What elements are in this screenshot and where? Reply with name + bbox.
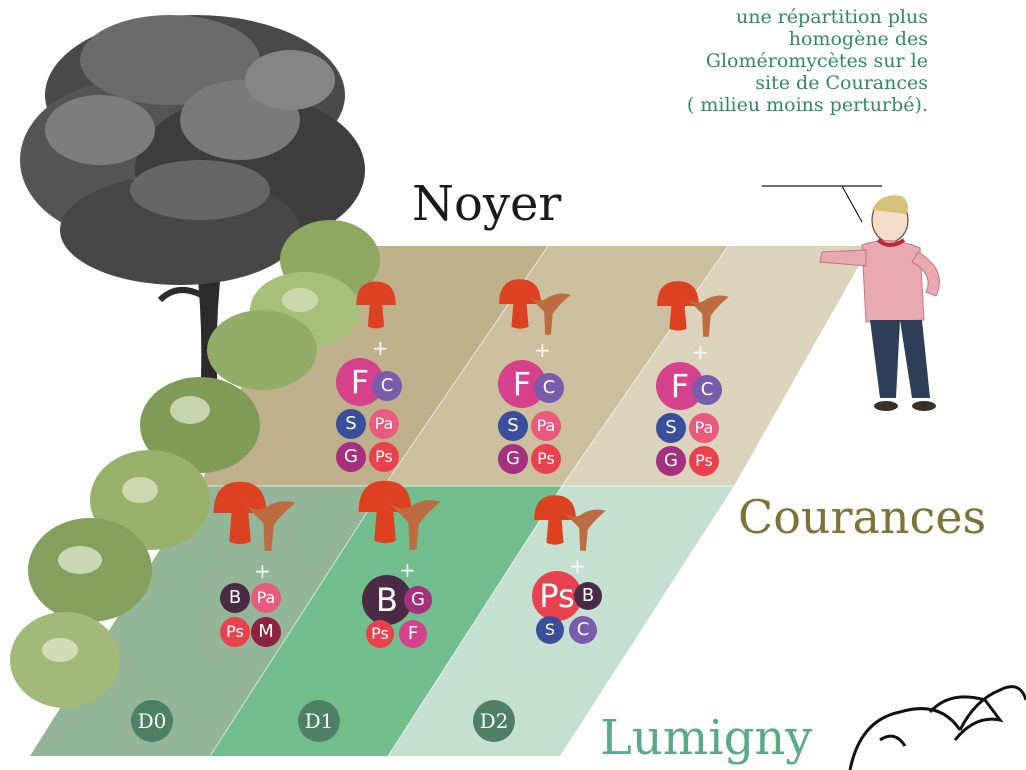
walnut-tree-illustration bbox=[20, 15, 365, 400]
site-label-noyer: Noyer bbox=[412, 176, 562, 232]
courances-panel-d1 bbox=[384, 246, 728, 486]
taxon-bubble-ps: Ps bbox=[369, 442, 399, 472]
taxon-bubble-m: M bbox=[251, 617, 281, 647]
plus-sign: + bbox=[372, 336, 389, 360]
taxon-bubble-ps: Ps bbox=[220, 617, 250, 647]
taxon-bubble-s: S bbox=[656, 413, 686, 443]
taxon-bubble-g: G bbox=[404, 586, 432, 614]
lumigny-panel-d0 bbox=[30, 486, 384, 756]
speech-pointer bbox=[762, 185, 882, 223]
taxon-bubble-pa: Pa bbox=[531, 411, 561, 441]
zone-badge-d0: D0 bbox=[131, 700, 173, 742]
taxon-bubble-ps: Ps bbox=[689, 446, 719, 476]
site-label-courances: Courances bbox=[738, 490, 987, 544]
chanterelle-icon bbox=[240, 500, 296, 551]
taxon-bubble-c: C bbox=[692, 375, 722, 405]
taxon-bubble-s: S bbox=[498, 411, 528, 441]
mushroom-icon bbox=[356, 281, 396, 329]
plus-sign: + bbox=[399, 558, 416, 582]
taxon-bubble-c: C bbox=[534, 373, 564, 403]
caption-line: homogène des bbox=[788, 28, 928, 50]
taxon-bubble-g: G bbox=[656, 446, 686, 476]
mushroom-icon bbox=[213, 481, 267, 545]
plus-sign: + bbox=[254, 559, 271, 583]
caption-line: Gloméromycètes sur le bbox=[705, 50, 928, 72]
taxon-bubble-s: S bbox=[336, 409, 366, 439]
taxon-bubble-ps: Ps bbox=[366, 620, 394, 648]
hedge-bushes-illustration bbox=[10, 220, 380, 708]
person-illustration bbox=[819, 195, 940, 411]
fungi-icons-layer bbox=[213, 279, 729, 551]
courances-panel-d2 bbox=[562, 246, 870, 486]
chanterelle-icon bbox=[385, 499, 441, 550]
chanterelle-icon bbox=[683, 294, 729, 337]
taxon-bubble-pa: Pa bbox=[689, 413, 719, 443]
taxon-bubble-c: C bbox=[569, 616, 597, 644]
taxon-bubble-g: G bbox=[336, 442, 366, 472]
taxon-bubble-b: B bbox=[220, 583, 250, 613]
site-label-lumigny: Lumigny bbox=[600, 710, 813, 766]
taxon-bubble-f: F bbox=[399, 620, 427, 648]
plus-sign: + bbox=[534, 338, 551, 362]
caption: une répartition plus homogène des Glomér… bbox=[628, 6, 928, 116]
plus-sign: + bbox=[569, 554, 586, 578]
chanterelle-icon bbox=[560, 508, 606, 551]
zone-badge-d2: D2 bbox=[473, 700, 515, 742]
plus-sign: + bbox=[692, 340, 709, 364]
taxon-bubble-ps: Ps bbox=[532, 571, 582, 621]
taxon-bubble-b: B bbox=[362, 575, 412, 625]
mushroom-icon bbox=[358, 480, 412, 544]
taxon-bubble-pa: Pa bbox=[369, 409, 399, 439]
zone-badge-d1: D1 bbox=[298, 700, 340, 742]
caption-line: ( milieu moins perturbé). bbox=[686, 94, 928, 116]
taxon-bubble-s: S bbox=[536, 616, 564, 644]
taxon-bubble-ps: Ps bbox=[531, 444, 561, 474]
taxon-bubble-c: C bbox=[372, 371, 402, 401]
caption-line: site de Courances bbox=[755, 72, 928, 94]
taxon-bubble-pa: Pa bbox=[251, 583, 281, 613]
chanterelle-icon bbox=[525, 292, 571, 335]
taxon-bubble-g: G bbox=[498, 444, 528, 474]
caption-line: une répartition plus bbox=[735, 6, 928, 28]
taxon-bubble-b: B bbox=[574, 582, 602, 610]
bottom-right-sketch bbox=[848, 685, 1026, 770]
